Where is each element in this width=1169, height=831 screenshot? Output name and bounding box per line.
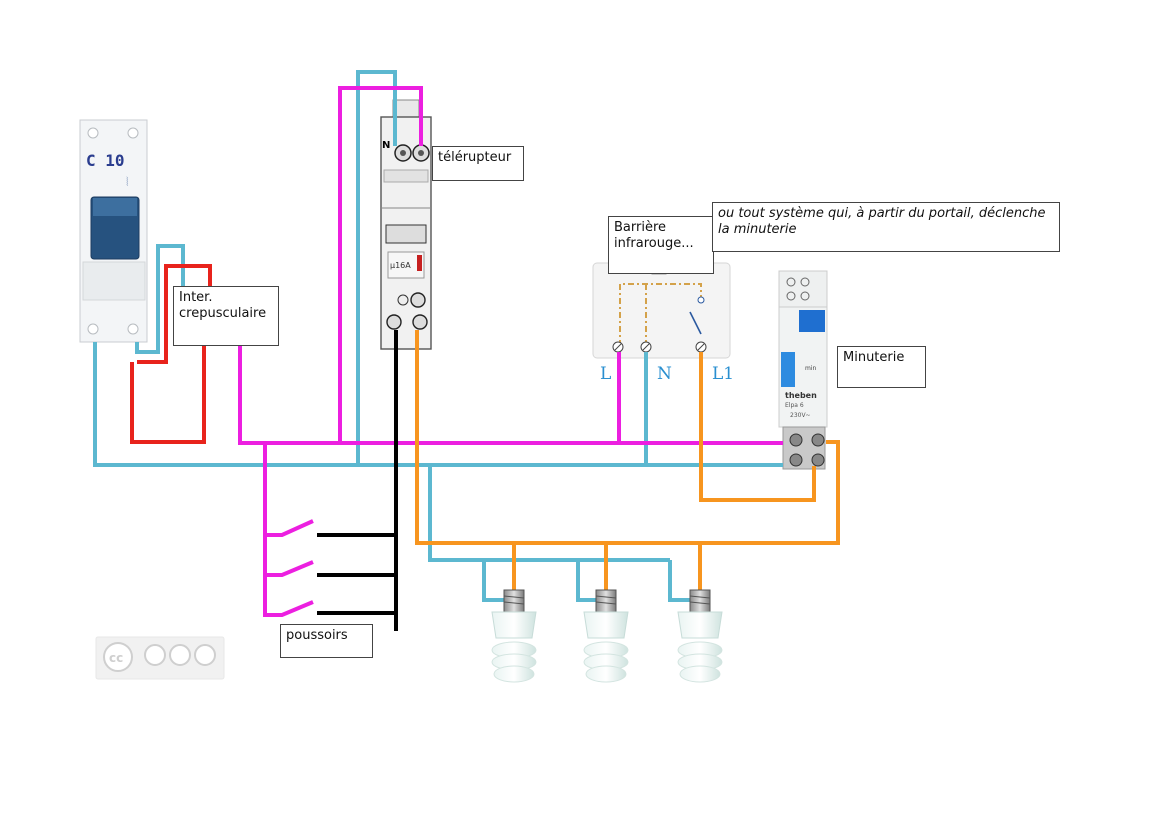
poussoirs-label: poussoirs xyxy=(280,624,373,658)
circuit-breaker: C 10 ⦚ xyxy=(79,119,148,343)
phase-wires xyxy=(238,86,783,617)
bulb-2 xyxy=(583,589,629,683)
timer-volt-text: 230V~ xyxy=(790,412,811,419)
terminal-l1-label: L1 xyxy=(712,364,735,384)
svg-text:cc: cc xyxy=(109,651,123,665)
terminal-n-label: N xyxy=(657,364,672,384)
telerupteur-device: N μ16A xyxy=(380,99,432,350)
cc-license-badge: cc xyxy=(95,636,225,680)
bulb-3 xyxy=(677,589,723,683)
lamp-orange-wires xyxy=(415,330,840,595)
crepuscular-red-wires xyxy=(130,264,212,444)
bulb-1 xyxy=(491,589,537,683)
svg-text:⦚: ⦚ xyxy=(126,175,129,189)
tele-rating-text: μ16A xyxy=(390,261,411,270)
timer-setting-text: min xyxy=(805,365,817,372)
minuterie-label: Minuterie xyxy=(837,346,926,388)
pushbutton-black-wires xyxy=(317,330,398,631)
timer-model-text: Elpa 6 xyxy=(785,402,804,409)
timer-brand-text: theben xyxy=(785,391,817,400)
terminal-l-label: L xyxy=(600,364,612,384)
neutral-wires xyxy=(93,70,783,602)
barriere-label: Barrière infrarouge... xyxy=(608,216,714,274)
telerupteur-label: télérupteur xyxy=(432,146,524,181)
breaker-rating-text: C 10 xyxy=(86,151,125,170)
portail-note: ou tout système qui, à partir du portail… xyxy=(712,202,1060,252)
tele-n-mark: N xyxy=(382,140,390,151)
inter-crepusculaire-label: Inter. crepusculaire xyxy=(173,286,279,346)
infrared-barrier-device xyxy=(592,262,731,359)
minuterie-device: min theben Elpa 6 230V~ xyxy=(778,270,828,470)
